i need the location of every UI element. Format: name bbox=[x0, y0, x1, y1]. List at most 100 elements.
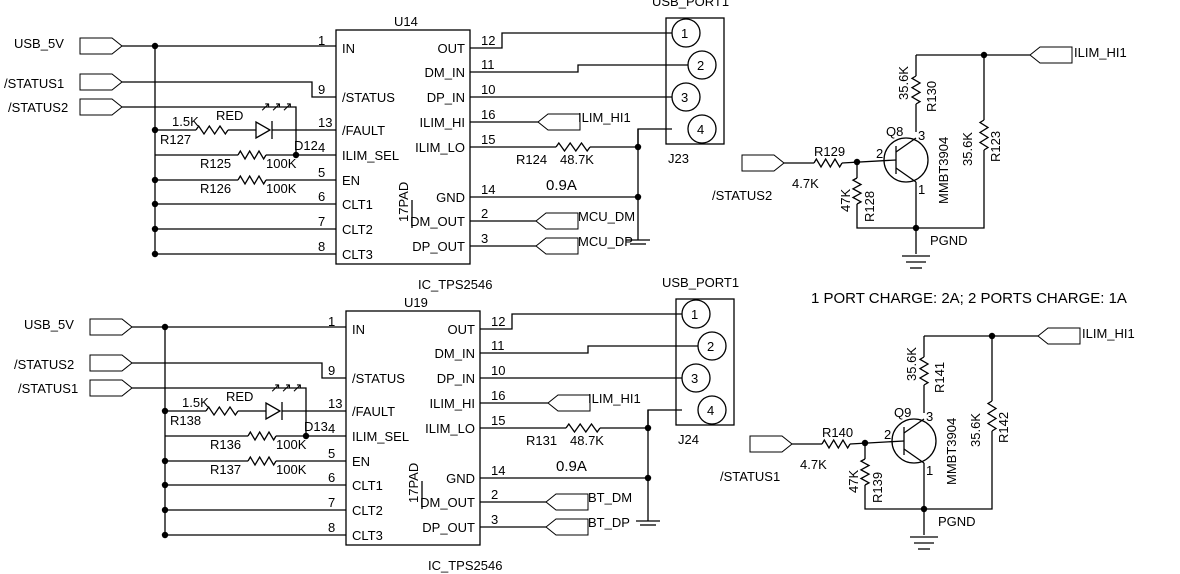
resistor-ilim bbox=[565, 422, 601, 434]
resistor-value: 35.6K bbox=[896, 66, 911, 100]
connector-pin-number: 2 bbox=[707, 339, 714, 354]
ic-pin-name-right: DP_OUT bbox=[412, 239, 465, 254]
connector-pin-number: 4 bbox=[707, 403, 714, 418]
usb-charger-block-top: U14IC_TPS2546IN1/STATUS9/FAULT13ILIM_SEL… bbox=[4, 0, 729, 292]
resistor-base bbox=[821, 438, 851, 450]
resistor-ref: R124 bbox=[516, 152, 547, 167]
ic-pin-name-right: ILIM_HI bbox=[419, 115, 465, 130]
transistor-collector-leg bbox=[903, 418, 925, 434]
ic-pin-name-left: /FAULT bbox=[342, 123, 385, 138]
resistor-value: 47K bbox=[846, 470, 861, 493]
resistor-value: 100K bbox=[266, 156, 297, 171]
resistor-ref: R127 bbox=[160, 132, 191, 147]
ic-part-number: IC_TPS2546 bbox=[428, 558, 502, 573]
connector-name: USB_PORT1 bbox=[662, 275, 739, 290]
resistor-value: 48.7K bbox=[560, 152, 594, 167]
transistor-emitter-leg bbox=[903, 448, 925, 464]
resistor-ref: R130 bbox=[924, 81, 939, 112]
current-label: 0.9A bbox=[556, 458, 587, 475]
thermal-pad-label: 17PAD bbox=[396, 182, 411, 222]
resistor-pullup bbox=[978, 119, 990, 151]
transistor-part: MMBT3904 bbox=[936, 137, 951, 204]
transistor-pin: 1 bbox=[926, 463, 933, 478]
resistor-led bbox=[205, 405, 239, 417]
wire bbox=[991, 335, 1038, 371]
ic-pin-name-left: EN bbox=[352, 454, 370, 469]
wire bbox=[470, 64, 688, 73]
led-light-arrows-icon: ↗↗↗ bbox=[270, 380, 303, 395]
wire bbox=[122, 106, 297, 155]
wire bbox=[480, 313, 682, 330]
transistor-pin: 2 bbox=[884, 427, 891, 442]
ic-pin-name-left: CLT2 bbox=[352, 503, 383, 518]
ic-pin-number-right: 12 bbox=[491, 314, 505, 329]
net-port bbox=[1029, 46, 1073, 64]
net-port bbox=[79, 37, 123, 55]
ic-pin-number-right: 12 bbox=[481, 33, 495, 48]
resistor-ref: R131 bbox=[526, 433, 557, 448]
charge-note: 1 PORT CHARGE: 2A; 2 PORTS CHARGE: 1A bbox=[811, 290, 1127, 307]
ic-pin-number-left: 4 bbox=[328, 421, 335, 436]
resistor-ref: R141 bbox=[932, 362, 947, 393]
ic-pin-number-left: 8 bbox=[318, 239, 325, 254]
resistor-ref: R125 bbox=[200, 156, 231, 171]
resistor-collector bbox=[910, 75, 922, 105]
ic-pin-number-right: 14 bbox=[491, 463, 505, 478]
resistor-base-emitter bbox=[859, 458, 871, 486]
resistor-value: 1.5K bbox=[172, 114, 199, 129]
wire bbox=[480, 345, 698, 354]
resistor-value: 1.5K bbox=[182, 395, 209, 410]
ic-pin-name-left: CLT3 bbox=[352, 528, 383, 543]
wire bbox=[924, 431, 993, 510]
resistor-ilim-sel bbox=[237, 149, 267, 161]
resistor-ilim bbox=[555, 141, 591, 153]
connector-pin-number: 3 bbox=[681, 90, 688, 105]
net-label: MCU_DP bbox=[578, 234, 633, 249]
wire bbox=[856, 204, 916, 229]
resistor-value: 35.6K bbox=[904, 347, 919, 381]
ic-pin-number-left: 5 bbox=[328, 446, 335, 461]
connector-pin-number: 2 bbox=[697, 58, 704, 73]
resistor-value: 47K bbox=[838, 189, 853, 212]
ic-pin-name-left: IN bbox=[352, 322, 365, 337]
resistor-ref: R142 bbox=[996, 412, 1011, 443]
ic-pin-number-left: 9 bbox=[318, 82, 325, 97]
led-color: RED bbox=[226, 389, 253, 404]
resistor-en bbox=[247, 455, 277, 467]
resistor-ref: R139 bbox=[870, 472, 885, 503]
ic-pin-number-right: 3 bbox=[481, 231, 488, 246]
ic-ref: U14 bbox=[394, 14, 418, 29]
ic-pin-number-left: 13 bbox=[318, 115, 332, 130]
ic-pin-number-left: 1 bbox=[318, 33, 325, 48]
net-port bbox=[749, 435, 793, 453]
current-label: 0.9A bbox=[546, 177, 577, 194]
net-port bbox=[545, 518, 589, 536]
ic-pin-number-left: 6 bbox=[318, 189, 325, 204]
ic-pin-number-left: 13 bbox=[328, 396, 342, 411]
net-port bbox=[79, 98, 123, 116]
ic-pin-number-left: 7 bbox=[328, 495, 335, 510]
led-triangle bbox=[255, 120, 272, 140]
ic-pin-name-left: CLT3 bbox=[342, 247, 373, 262]
net-label: MCU_DM bbox=[578, 209, 635, 224]
wire bbox=[132, 387, 307, 436]
net-port bbox=[535, 212, 579, 230]
resistor-value: 100K bbox=[276, 462, 307, 477]
ic-pin-number-right: 11 bbox=[481, 57, 495, 72]
ic-pin-number-left: 6 bbox=[328, 470, 335, 485]
net-label: USB_5V bbox=[14, 36, 64, 51]
ic-pin-number-right: 14 bbox=[481, 182, 495, 197]
ic-pin-number-right: 10 bbox=[481, 82, 495, 97]
wire bbox=[122, 81, 336, 98]
npn-transistor-icon bbox=[883, 137, 929, 183]
ic-part-number: IC_TPS2546 bbox=[418, 277, 492, 292]
net-port bbox=[1037, 327, 1081, 345]
ic-pin-name-left: IN bbox=[342, 41, 355, 56]
ic-pin-number-right: 10 bbox=[491, 363, 505, 378]
usb-connector-body bbox=[665, 17, 725, 145]
wire bbox=[132, 362, 346, 379]
usb-charger-block-bottom: U19IC_TPS2546IN1/STATUS9/FAULT13ILIM_SEL… bbox=[14, 275, 739, 573]
net-label: /STATUS2 bbox=[712, 188, 772, 203]
resistor-ref: R140 bbox=[822, 425, 853, 440]
wire bbox=[600, 409, 682, 429]
